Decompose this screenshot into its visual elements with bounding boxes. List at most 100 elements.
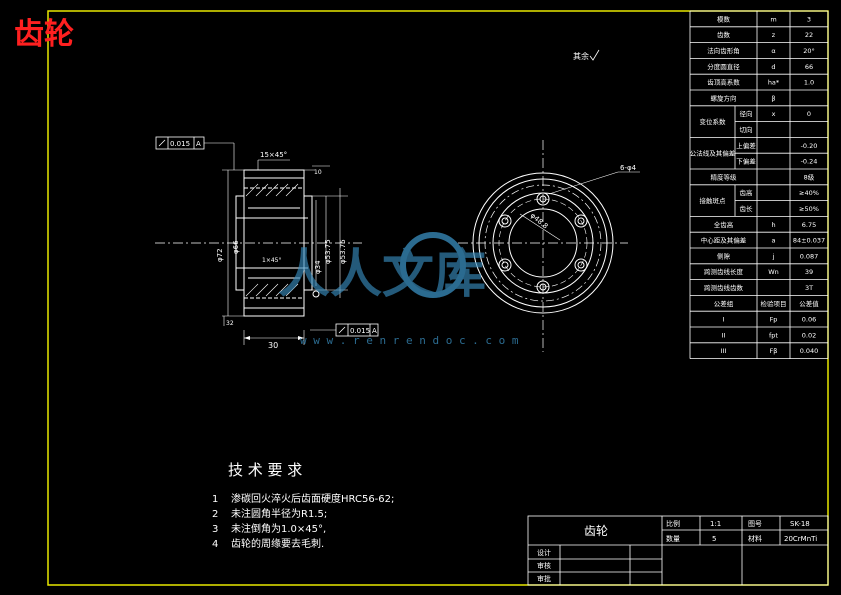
param-value: 8级 xyxy=(804,172,815,181)
param-name: 公差组 xyxy=(714,299,734,308)
param-value: 22 xyxy=(805,31,813,39)
param-name: 分度圆直径 xyxy=(707,62,740,71)
param-value: ≥50% xyxy=(799,205,819,213)
param-symbol: β xyxy=(771,94,775,102)
title-block-text: 齿轮 比例 1:1 图号 SK-18 数量 5 材料 20CrMnTi 设计 审… xyxy=(537,519,817,583)
svg-text:设计: 设计 xyxy=(537,548,551,557)
param-sub-label: 齿高 xyxy=(740,188,754,197)
svg-text:材料: 材料 xyxy=(748,534,762,543)
dim-small-32: 32 xyxy=(226,320,234,327)
param-value: -0.24 xyxy=(801,158,818,166)
dim-small-10: 10 xyxy=(314,169,322,176)
param-name: 齿数 xyxy=(717,30,731,39)
dim-chamfer-top: 15×45° xyxy=(260,151,287,159)
tech-req-item: 齿轮的周缘要去毛刺. xyxy=(231,537,324,550)
param-name: III xyxy=(721,347,727,355)
svg-text:数量: 数量 xyxy=(666,534,680,543)
page-title: 齿轮 xyxy=(14,17,74,52)
param-name: 法向齿形角 xyxy=(707,46,740,55)
svg-text:0.015: 0.015 xyxy=(170,140,190,148)
param-sub-label: 齿长 xyxy=(740,204,754,213)
param-sub-label: 下偏差 xyxy=(736,157,756,166)
dim-hub-2: φ53.75 xyxy=(339,239,347,264)
param-value: 0.087 xyxy=(800,252,819,260)
param-symbol: z xyxy=(772,31,776,39)
svg-text:人人文库: 人人文库 xyxy=(278,245,486,305)
param-sub-label: 切向 xyxy=(740,125,753,134)
param-sub-label: 上偏差 xyxy=(736,141,756,150)
param-value: ≥40% xyxy=(799,189,819,197)
tech-req-number: 1 xyxy=(212,494,218,505)
dim-pitch-diameter: φ66 xyxy=(232,240,240,254)
tolerance-frame-bottom: 0.015 A xyxy=(335,323,379,337)
svg-text:20CrMnTi: 20CrMnTi xyxy=(784,535,817,543)
roughness-note: 其余 xyxy=(573,49,600,61)
param-value: 39 xyxy=(805,268,813,276)
param-symbol: α xyxy=(771,47,775,55)
param-name: 全齿高 xyxy=(714,220,734,229)
param-symbol: h xyxy=(771,221,775,229)
param-symbol: Fβ xyxy=(770,347,778,355)
param-name: 接触斑点 xyxy=(700,196,727,205)
dim-hub-1: φ53.75 xyxy=(324,239,332,264)
param-name: 侧隙 xyxy=(717,251,731,260)
param-symbol: Wn xyxy=(768,268,779,276)
dim-outer-diameter: φ72 xyxy=(216,248,224,262)
watermark: 人人文库 w w w . r e n r e n d o c . c o m xyxy=(278,232,519,347)
param-name: 中心距及其偏差 xyxy=(701,236,747,245)
param-sub-label: 径向 xyxy=(740,109,753,118)
param-value: 84±0.037 xyxy=(793,237,825,245)
param-value: 公差值 xyxy=(799,299,819,308)
param-symbol: a xyxy=(772,237,776,245)
param-name: 公法线及其偏差 xyxy=(690,149,736,158)
front-view xyxy=(458,140,640,352)
param-value: 0 xyxy=(807,110,811,118)
param-name: 模数 xyxy=(717,14,731,23)
param-value: 20° xyxy=(803,47,815,55)
param-symbol: 检验项目 xyxy=(761,299,787,308)
param-name: 螺旋方向 xyxy=(711,93,737,102)
dim-hole-pattern: 6-φ4 xyxy=(620,164,637,172)
svg-text:SK-18: SK-18 xyxy=(790,520,810,528)
svg-text:审批: 审批 xyxy=(537,574,551,583)
svg-text:1:1: 1:1 xyxy=(710,520,721,528)
param-value: 3T xyxy=(805,284,813,292)
param-symbol: d xyxy=(771,63,775,71)
svg-text:0.015: 0.015 xyxy=(350,327,370,335)
param-value: 1.0 xyxy=(804,79,814,87)
param-symbol: x xyxy=(772,110,776,118)
tech-req-item: 未注倒角为1.0×45°, xyxy=(231,522,326,535)
param-name: 齿顶高系数 xyxy=(707,78,740,87)
param-name: 跨测齿线齿数 xyxy=(704,283,744,292)
param-name: 精度等级 xyxy=(711,172,738,181)
param-name: 跨测齿线长度 xyxy=(704,267,744,276)
param-symbol: j xyxy=(772,252,775,260)
tolerance-frame-top: 0.015 A xyxy=(155,136,205,150)
svg-text:5: 5 xyxy=(712,535,716,543)
svg-text:A: A xyxy=(372,327,377,335)
param-value: 6.75 xyxy=(802,221,816,229)
svg-text:审核: 审核 xyxy=(537,561,551,570)
svg-text:A: A xyxy=(196,140,201,148)
tech-req-heading: 技 术 要 求 xyxy=(228,461,302,479)
param-value: 0.040 xyxy=(800,347,819,355)
svg-text:图号: 图号 xyxy=(748,520,762,528)
tech-req-number: 4 xyxy=(212,539,218,550)
tech-req-item: 未注圆角半径为R1.5; xyxy=(231,507,327,520)
dim-chamfer-inner: 1×45° xyxy=(262,257,281,264)
param-value: -0.20 xyxy=(801,142,818,150)
dim-bore: φ34 xyxy=(314,260,322,274)
param-value: 0.02 xyxy=(802,331,816,339)
param-symbol: Fp xyxy=(770,316,778,324)
param-name: II xyxy=(722,331,726,339)
tech-req-number: 2 xyxy=(212,509,218,520)
param-symbol: m xyxy=(770,15,776,23)
tech-req-number: 3 xyxy=(212,524,218,535)
param-name: I xyxy=(723,316,725,324)
svg-text:w w w . r e n r e n d o c . c: w w w . r e n r e n d o c . c o m xyxy=(300,334,519,347)
param-value: 3 xyxy=(807,15,811,23)
param-symbol: fpt xyxy=(769,331,778,339)
